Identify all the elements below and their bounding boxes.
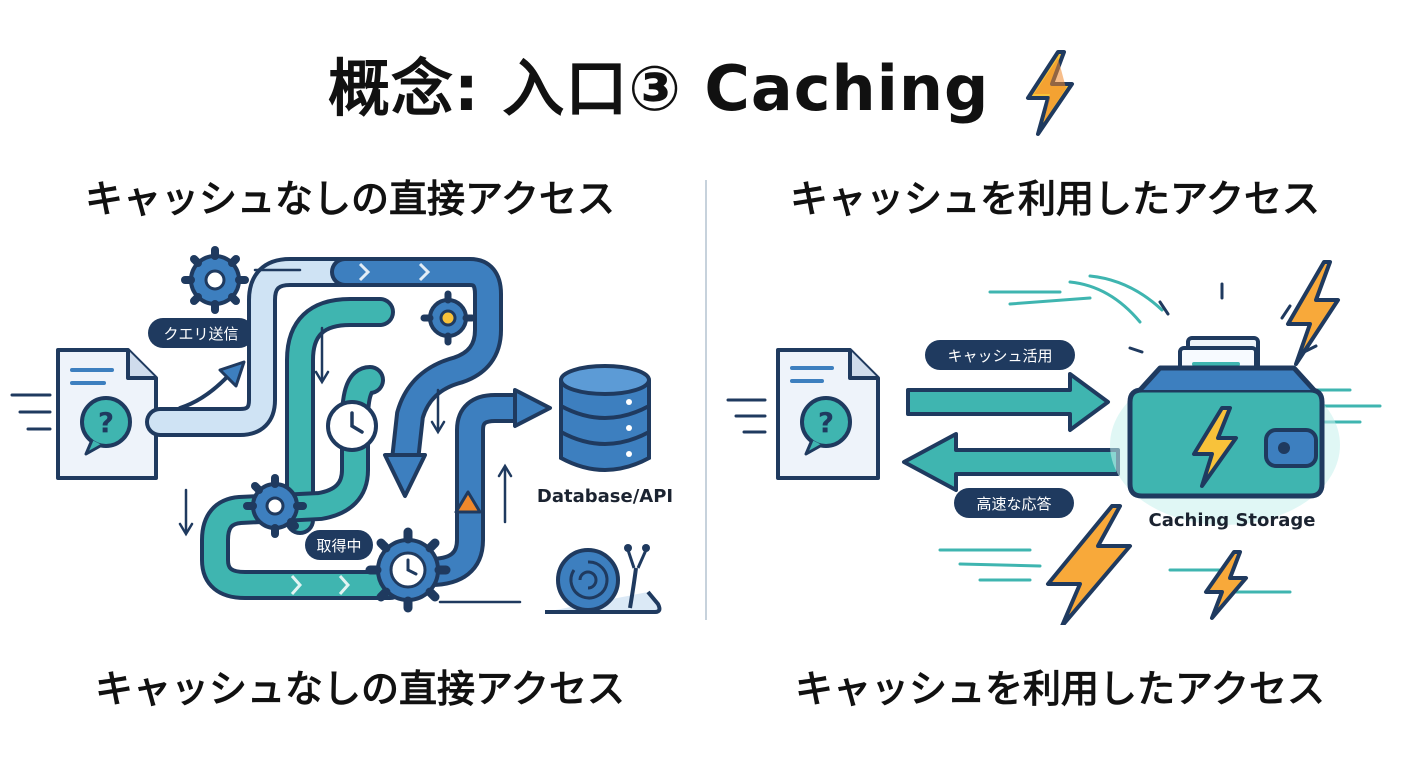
lightning-bolt-icon — [1204, 550, 1248, 620]
gear-icon — [420, 290, 476, 346]
cache-use-badge-label: キャッシュ活用 — [947, 347, 1052, 365]
direct-access-diagram: ? クエリ送信 — [10, 246, 673, 614]
panel-divider — [705, 180, 707, 620]
right-heading-bottom: キャッシュを利用したアクセス — [794, 667, 1326, 711]
gear-icon — [243, 474, 307, 538]
motion-lines — [10, 393, 52, 431]
storage-label: Caching Storage — [1148, 510, 1315, 531]
lightning-bolt-icon — [1286, 260, 1340, 366]
svg-text:?: ? — [98, 406, 114, 439]
page-title: 概念: 入口③ Caching — [0, 44, 1408, 136]
lightning-bolt-icon — [1046, 504, 1132, 625]
caching-storage-icon — [1127, 336, 1325, 499]
title-text: 概念: 入口③ Caching — [327, 52, 990, 125]
motion-lines — [726, 398, 767, 434]
gear-icon — [181, 246, 249, 314]
left-heading-top: キャッシュなしの直接アクセス — [84, 177, 616, 221]
clock-icon — [326, 400, 378, 452]
fetching-badge-label: 取得中 — [316, 537, 361, 555]
fast-response-badge-label: 高速な応答 — [976, 495, 1051, 513]
right-heading-top: キャッシュを利用したアクセス — [789, 177, 1321, 221]
fast-response-badge: 高速な応答 — [954, 488, 1074, 518]
response-arrow — [902, 432, 1120, 492]
database-icon — [559, 364, 651, 472]
snail-icon — [545, 544, 662, 614]
request-arrow — [906, 372, 1110, 432]
query-badge: クエリ送信 — [148, 318, 254, 348]
svg-text:?: ? — [818, 406, 834, 439]
fetching-badge: 取得中 — [305, 530, 373, 560]
query-document-icon: ? — [776, 348, 880, 480]
warning-triangle — [454, 490, 482, 514]
gear-clock-icon — [365, 527, 451, 613]
left-heading-bottom: キャッシュなしの直接アクセス — [94, 667, 626, 711]
query-badge-label: クエリ送信 — [163, 325, 238, 343]
database-label: Database/API — [537, 486, 673, 507]
cached-access-diagram: ? キャッシュ活用 高速な応答 — [726, 260, 1382, 625]
query-document-icon: ? — [56, 348, 158, 480]
lightning-bolt-icon — [1026, 49, 1075, 136]
send-arrow-icon — [178, 374, 230, 410]
send-arrow-head — [218, 360, 246, 388]
cache-use-badge: キャッシュ活用 — [925, 340, 1075, 370]
